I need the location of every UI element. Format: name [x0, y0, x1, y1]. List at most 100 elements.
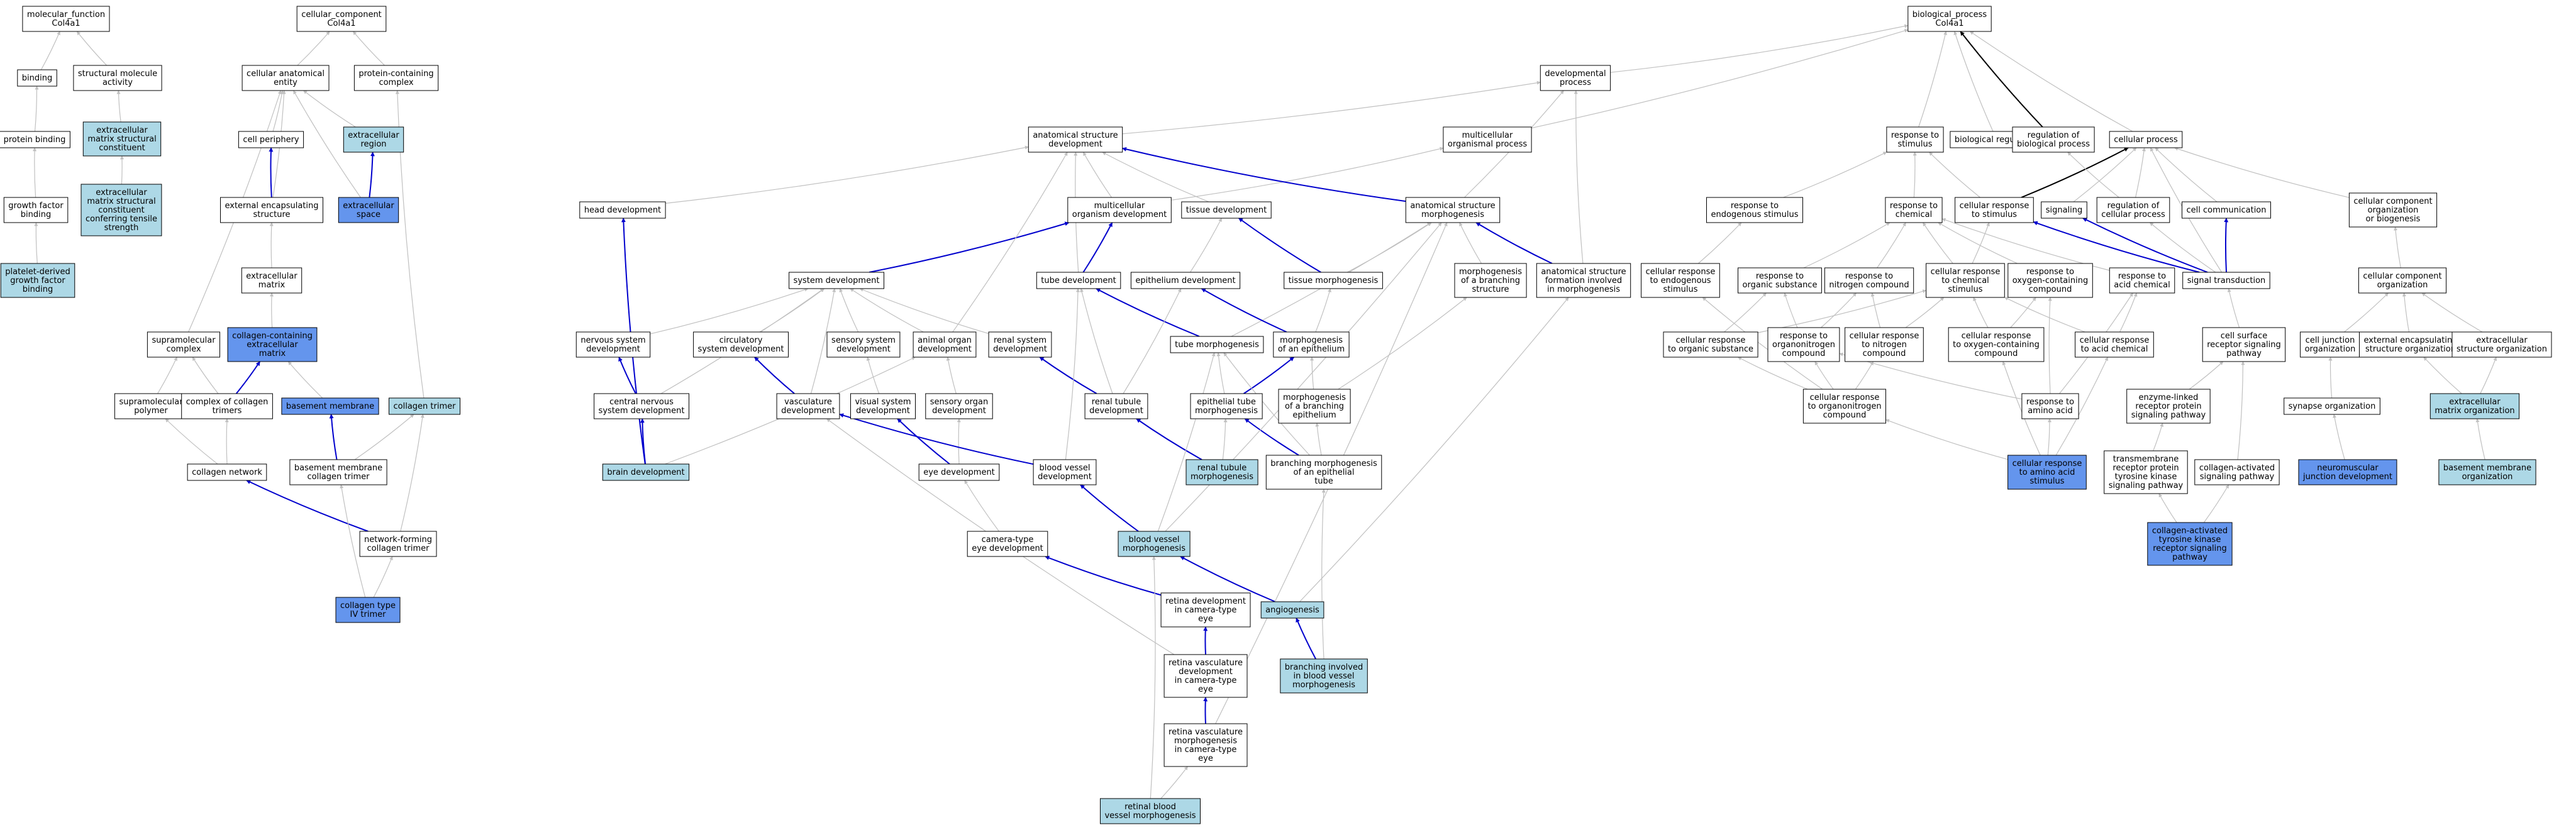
- go-term-node[interactable]: basement membrane: [281, 397, 379, 415]
- go-term-node[interactable]: head development: [579, 201, 666, 219]
- go-term-node[interactable]: cell periphery: [238, 131, 304, 148]
- go-term-node[interactable]: system development: [789, 272, 884, 289]
- go-term-node[interactable]: cell communication: [2182, 201, 2271, 219]
- go-term-node[interactable]: synapse organization: [2284, 397, 2380, 415]
- go-term-node[interactable]: tube development: [1036, 272, 1121, 289]
- go-term-node[interactable]: angiogenesis: [1260, 601, 1324, 619]
- go-term-node[interactable]: eye development: [918, 463, 1000, 481]
- go-term-node[interactable]: collagen network: [187, 463, 267, 481]
- go-term-node[interactable]: tissue morphogenesis: [1284, 272, 1383, 289]
- go-term-node[interactable]: signaling: [2041, 201, 2087, 219]
- go-term-node[interactable]: epithelium development: [1130, 272, 1241, 289]
- go-term-node[interactable]: tissue development: [1181, 201, 1272, 219]
- go-term-node[interactable]: brain development: [602, 463, 690, 481]
- go-term-node[interactable]: cellular process: [2109, 131, 2183, 148]
- go-term-node[interactable]: binding: [17, 69, 57, 87]
- go-term-node[interactable]: collagen trimer: [389, 397, 460, 415]
- go-term-node[interactable]: protein binding: [0, 131, 70, 148]
- go-term-node[interactable]: signal transduction: [2182, 272, 2270, 289]
